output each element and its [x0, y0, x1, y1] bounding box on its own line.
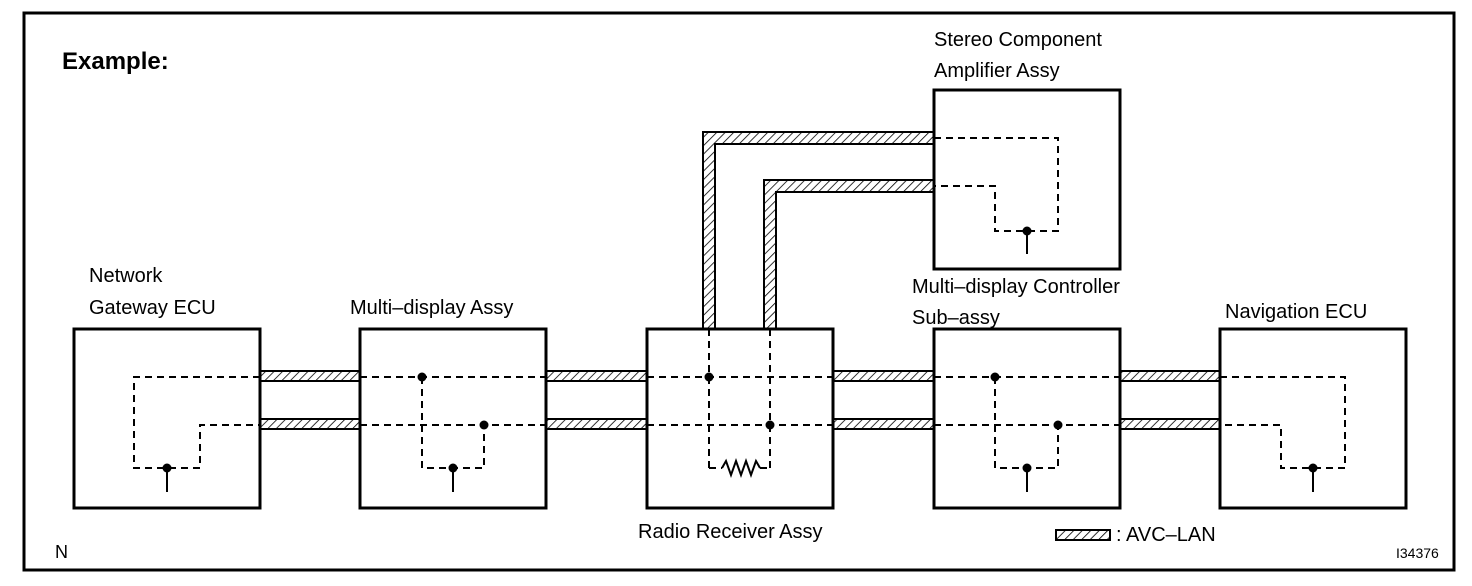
multi-display-controller-label-line1: Multi–display Controller: [912, 276, 1120, 298]
radio-receiver-assy-box: [645, 327, 835, 510]
avc-lan-cable: [1119, 418, 1221, 430]
multi-display-wiring: [360, 372, 546, 492]
avc-lan-cable: [545, 418, 648, 430]
legend: : AVC–LAN: [1055, 524, 1216, 546]
network-gateway-wiring: [133, 376, 260, 492]
avc-lan-cable-inner: [763, 179, 935, 330]
network-gateway-label-line2: Gateway ECU: [89, 297, 216, 319]
multi-display-controller-wiring: [934, 372, 1120, 492]
corner-mark-n: N: [55, 542, 68, 562]
figure-code: I34376: [1396, 545, 1439, 561]
avc-lan-cable: [545, 370, 648, 382]
resistor-icon: [721, 458, 761, 478]
stereo-amplifier-label-line1: Stereo Component: [934, 29, 1102, 51]
avc-lan-cable: [259, 370, 361, 382]
radio-receiver-wiring: [647, 329, 833, 478]
radio-receiver-label: Radio Receiver Assy: [638, 521, 823, 543]
avc-lan-cable-outer: [702, 131, 935, 330]
avc-lan-legend-label: : AVC–LAN: [1116, 524, 1216, 546]
stereo-amplifier-wiring: [934, 137, 1059, 254]
multi-display-controller-label-line2: Sub–assy: [912, 307, 1000, 329]
avc-lan-cable: [1119, 370, 1221, 382]
navigation-ecu-label: Navigation ECU: [1225, 301, 1367, 323]
stereo-amplifier-label-line2: Amplifier Assy: [934, 60, 1060, 82]
outer-frame: [22, 11, 1456, 572]
example-heading: Example:: [62, 48, 169, 75]
multi-display-label: Multi–display Assy: [350, 297, 513, 319]
navigation-wiring: [1220, 376, 1346, 492]
avc-lan-cable: [259, 418, 361, 430]
avc-lan-cable: [832, 370, 935, 382]
avc-lan-cable: [832, 418, 935, 430]
network-gateway-label-line1: Network: [89, 265, 163, 287]
avc-lan-legend-swatch: [1055, 529, 1111, 541]
